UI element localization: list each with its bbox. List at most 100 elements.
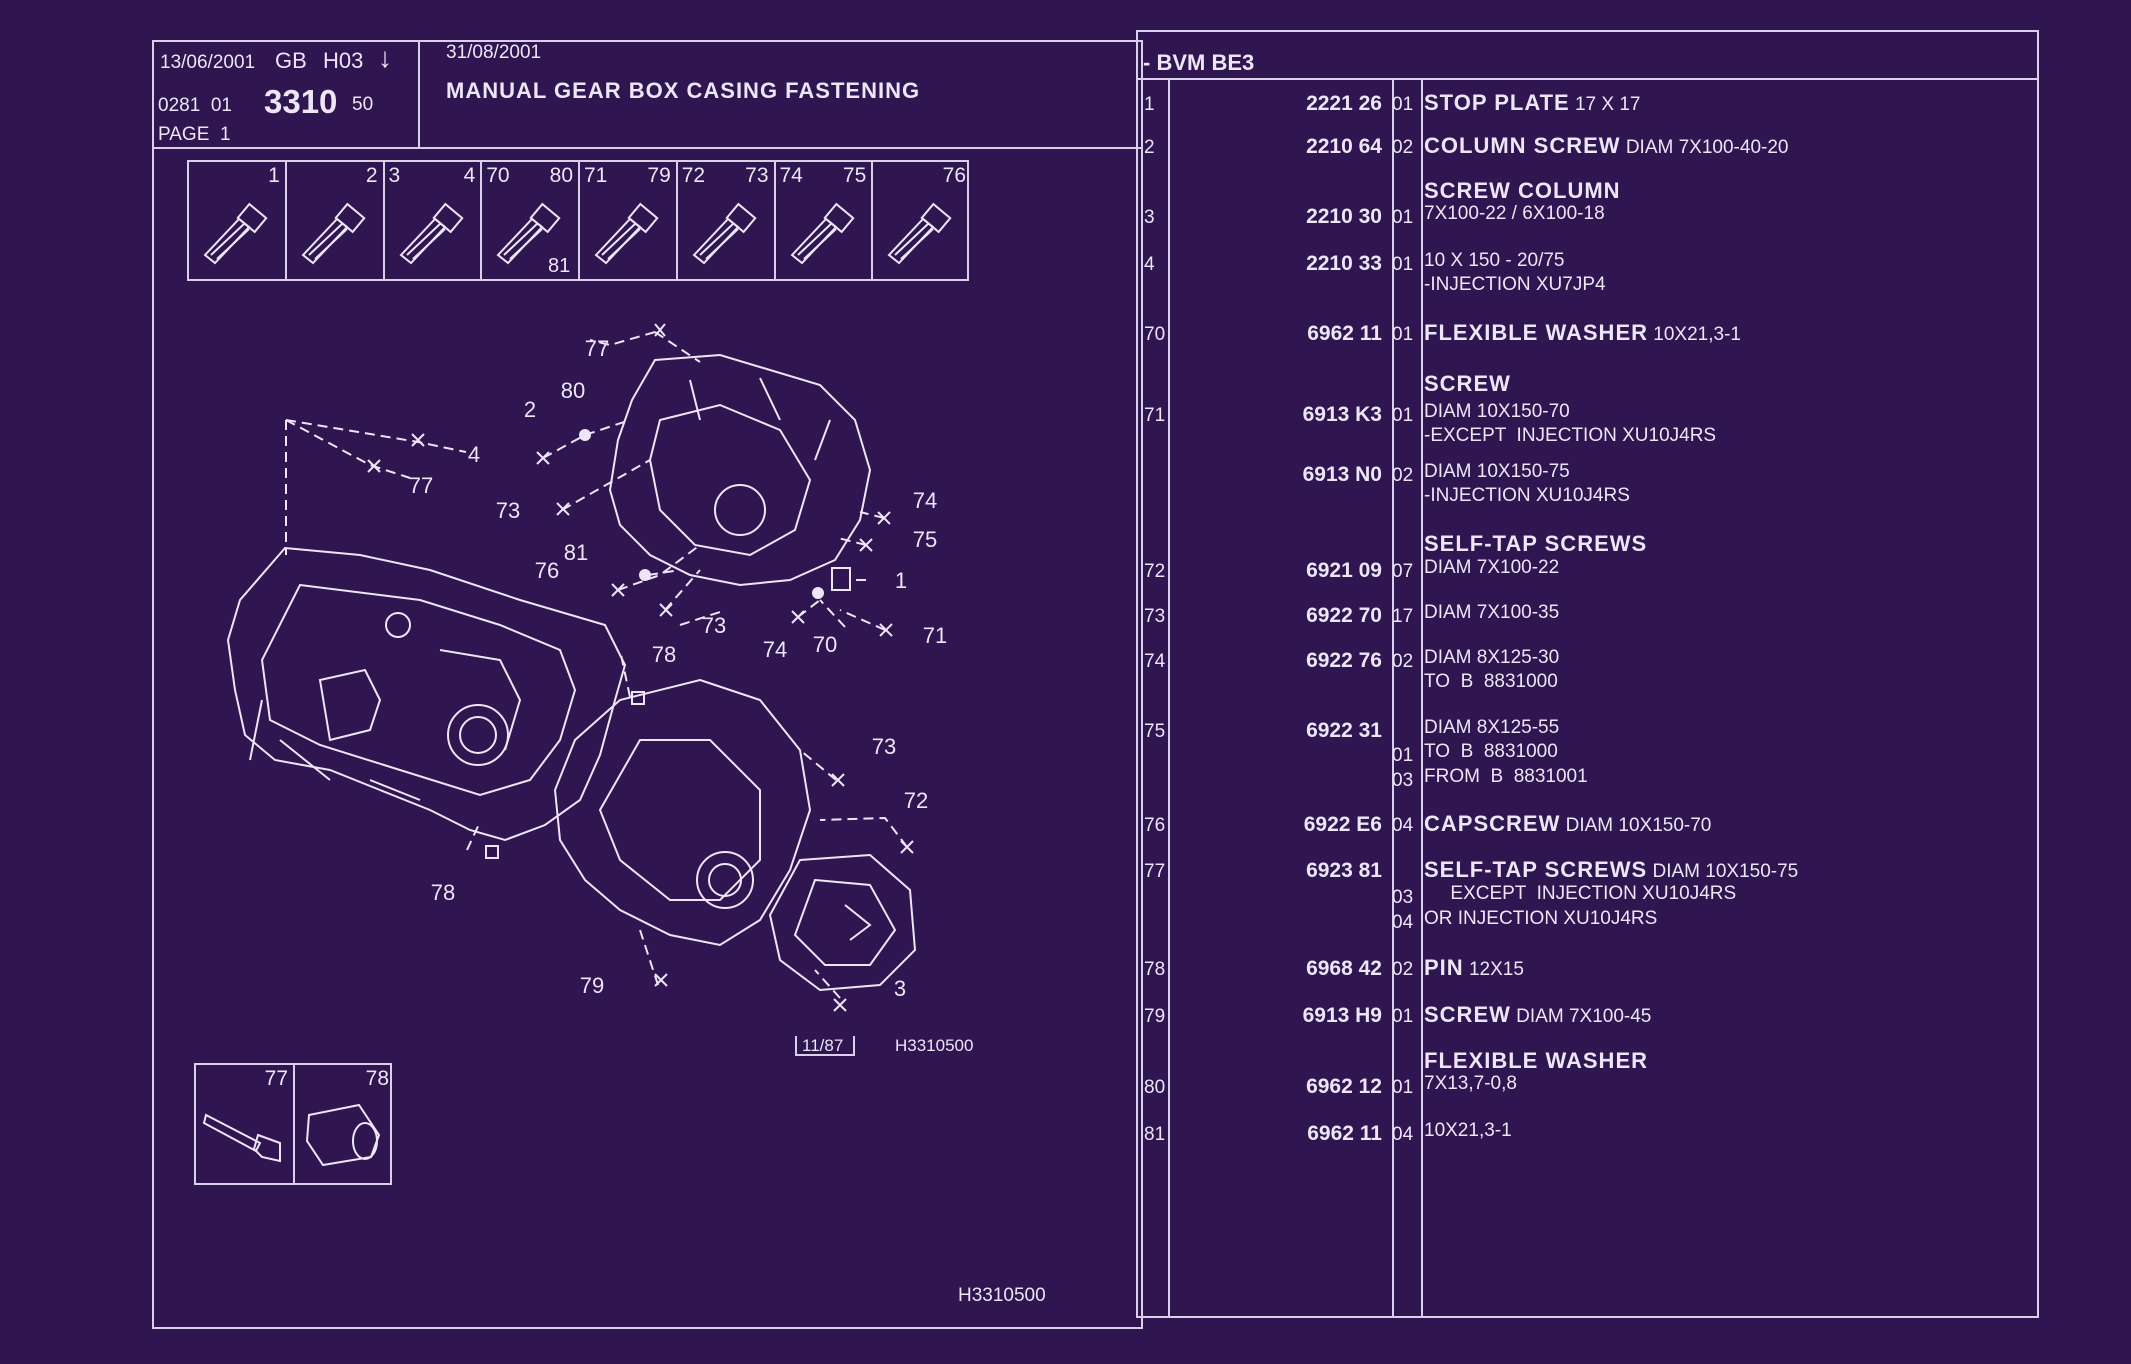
left-panel-frame [152,40,1143,1329]
diagram-date: 11/87 [802,1036,844,1055]
part-code: 6968 42 [1306,957,1382,980]
diagram-label: 71 [922,623,948,648]
part-code: 6913 N0 [1302,463,1382,486]
self-tap-screw-icon [790,202,855,265]
part-code: 6922 E6 [1303,813,1382,836]
part-description-line: -INJECTION XU7JP4 [1424,274,1606,296]
part-description-line: TO B 8831000 [1424,741,1558,763]
thumbnail-number: 80 [549,164,573,187]
part-description-line: SELF-TAP SCREWS DIAM 10X150-75 [1424,857,1798,883]
part-spec: DIAM 7X100-40-20 [1620,137,1789,158]
part-description-line: PIN 12X15 [1424,955,1524,981]
part-code: 2210 30 [1306,205,1382,228]
part-spec: 12X15 [1463,959,1524,980]
part-description-line: COLUMN SCREW DIAM 7X100-40-20 [1424,133,1788,159]
diagram-date-box [795,1036,855,1056]
header-ref-suffix: 50 [352,94,374,115]
thumbnail-cell: 72 73 [678,162,776,279]
part-spec: DIAM 10X150-75 [1647,861,1799,882]
footer-ref: H3310500 [958,1285,1046,1306]
part-description-line: DIAM 7X100-35 [1424,602,1559,624]
thumbnail-number: 70 [486,164,510,187]
part-spec: OR INJECTION XU10J4RS [1424,908,1658,929]
part-spec: 10X21,3-1 [1648,324,1741,345]
thumbnail-number: 1 [268,164,280,187]
part-description-line: EXCEPT INJECTION XU10J4RS [1424,883,1736,905]
thumbnail-number: 77 [264,1067,288,1090]
part-quantity: 04 [1392,912,1414,933]
part-name: FLEXIBLE WASHER [1424,1048,1649,1073]
thumbnail-cell: 70 80 [482,162,580,279]
header-divider [152,147,1143,149]
part-quantity: 17 [1392,606,1414,627]
diagram-label: 72 [903,788,929,813]
part-description-line: STOP PLATE 17 X 17 [1424,90,1640,116]
list-header-divider [1136,78,2039,80]
header-date: 13/06/2001 [160,52,256,73]
part-code: 6962 12 [1306,1075,1382,1098]
part-code: 2210 64 [1306,135,1382,158]
part-code: 6923 81 [1306,859,1382,882]
part-description-line: FLEXIBLE WASHER 10X21,3-1 [1424,320,1741,346]
diagram-label: 78 [651,642,677,667]
part-quantity: 01 [1392,324,1414,345]
page-number: PAGE 1 [158,124,231,145]
part-spec: DIAM 7X100-45 [1510,1006,1652,1027]
thumbnail-number: 73 [745,164,769,187]
part-spec: DIAM 7X100-22 [1424,557,1560,578]
thumbnail-number: 75 [842,164,867,187]
header-ref-main: 3310 [264,83,338,120]
part-ref-number: 79 [1144,1006,1166,1027]
part-name: SELF-TAP SCREWS [1424,857,1648,882]
part-code: 6962 11 [1307,1122,1382,1145]
part-quantity: 01 [1392,745,1414,766]
thumbnail-number: 71 [584,164,608,187]
part-ref-number: 77 [1144,861,1166,882]
part-quantity: 02 [1392,651,1414,672]
part-ref-number: 3 [1144,207,1155,228]
right-panel-frame [1136,30,2039,1318]
part-quantity: 01 [1392,254,1414,275]
diagram-label: 81 [563,540,589,565]
part-quantity: 01 [1392,94,1414,115]
part-quantity: 02 [1392,465,1414,486]
part-description-line: 7X100-22 / 6X100-18 [1424,203,1605,225]
part-description-line: SCREW DIAM 7X100-45 [1424,1002,1651,1028]
header-ref-prefix: 0281 01 [158,95,232,116]
diagram-label: 73 [495,498,521,523]
part-code: 2221 26 [1306,92,1382,115]
part-description-line: DIAM 8X125-55 [1424,717,1559,739]
pin-icon [305,1103,381,1167]
diagram-label: 78 [430,880,456,905]
part-name: STOP PLATE [1424,90,1570,115]
diagram-label: 79 [579,973,605,998]
part-ref-number: 71 [1144,405,1166,426]
diagram-label: 70 [812,632,838,657]
part-code: 6913 K3 [1302,403,1382,426]
bolt-icon [202,1113,281,1163]
thumbnail-cell: 77 [196,1065,295,1183]
part-description-line: DIAM 8X125-30 [1424,647,1559,669]
down-arrow-icon: ↓ [378,42,392,73]
part-ref-number: 1 [1144,94,1155,115]
part-quantity: 03 [1392,887,1414,908]
part-spec: 7X100-22 / 6X100-18 [1424,203,1605,224]
part-description-line: SCREW [1424,371,1511,397]
thumbnail-number: 72 [681,164,706,187]
diagram-label: 4 [467,442,481,467]
part-description-line: FROM B 8831001 [1424,766,1588,788]
part-spec: DIAM 7X100-35 [1424,602,1560,623]
part-description-line: OR INJECTION XU10J4RS [1424,908,1657,930]
part-name: COLUMN SCREW [1424,133,1621,158]
part-quantity: 01 [1392,207,1414,228]
diagram-label: 73 [701,613,727,638]
thumbnail-number: 74 [779,164,803,187]
part-spec: FROM B 8831001 [1424,766,1588,787]
thumbnail-cell: 71 79 [580,162,678,279]
part-ref-number: 4 [1144,254,1155,275]
thumbnail-number: 79 [647,164,671,187]
part-code: 6913 H9 [1302,1004,1382,1027]
diagram-label: 76 [534,558,560,583]
